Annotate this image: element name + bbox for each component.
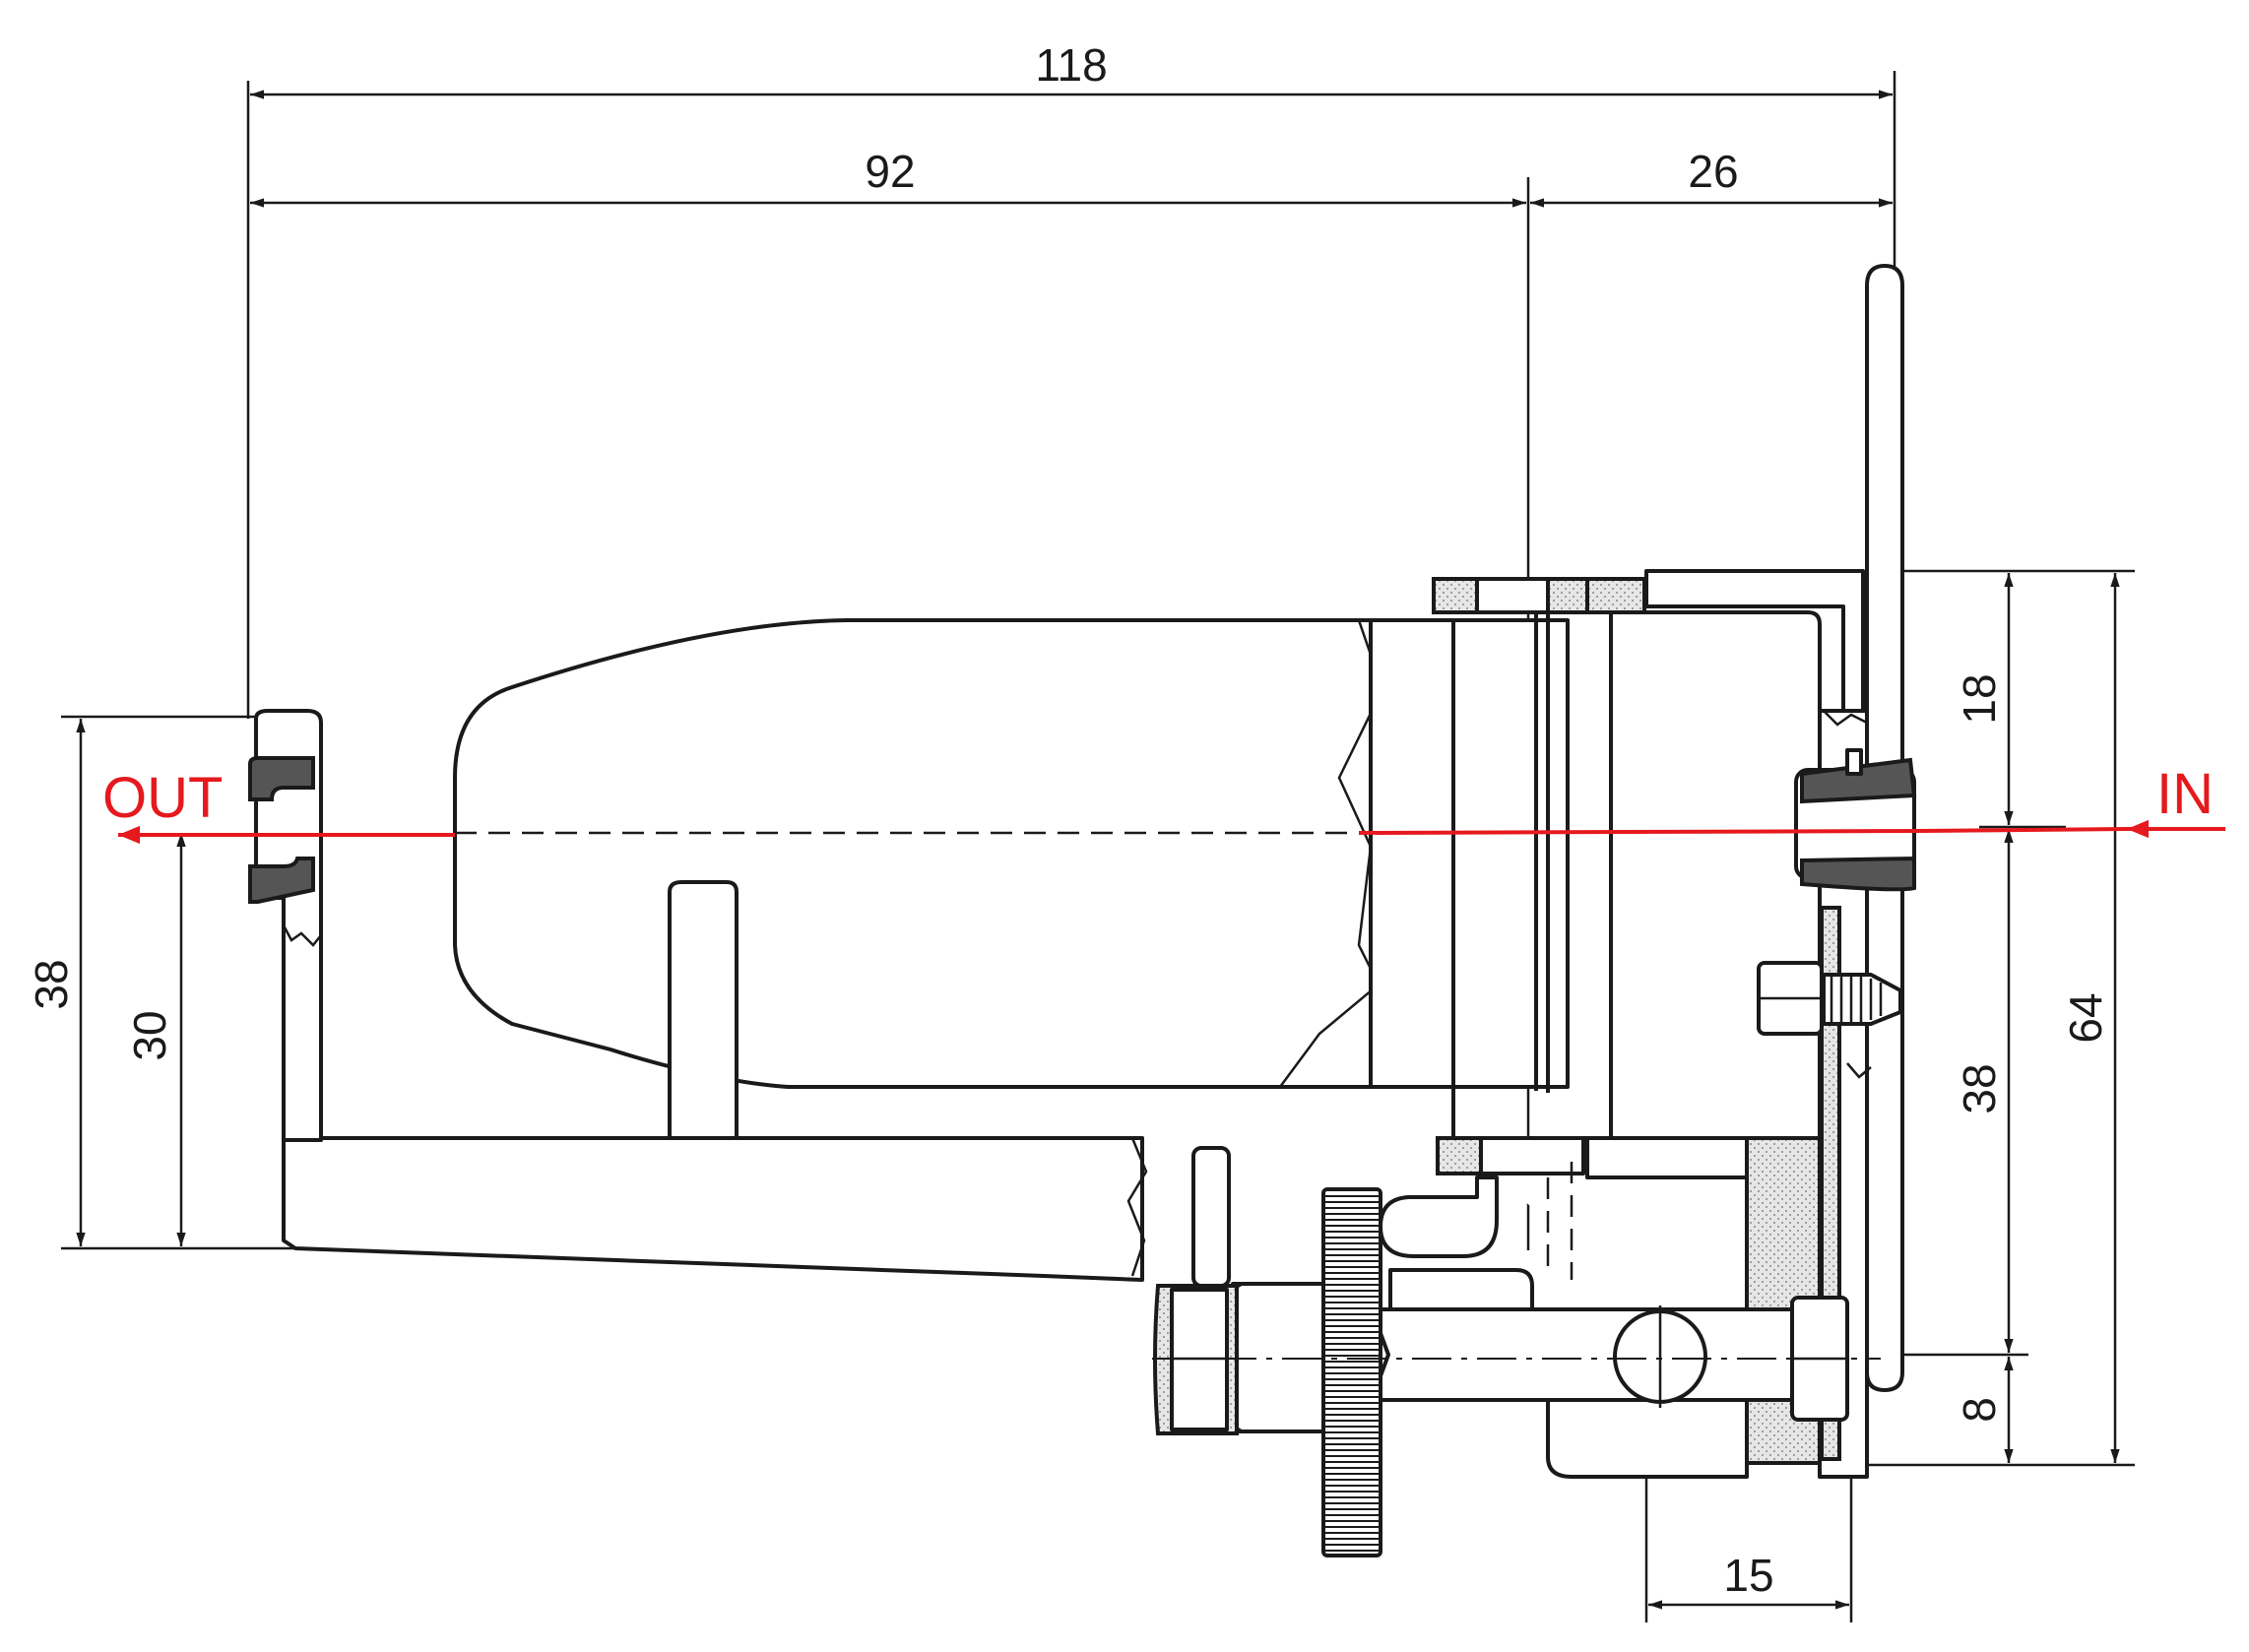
dim-15-label: 15	[1723, 1550, 1773, 1601]
dim-64-label: 64	[2060, 992, 2111, 1043]
dim-118-label: 118	[1035, 39, 1107, 91]
dim-38-left-label: 38	[26, 959, 77, 1009]
dimension-92: 92	[250, 146, 1526, 208]
dimension-15: 15	[1648, 1550, 1849, 1610]
main-body	[453, 599, 1570, 1140]
dim-30-label: 30	[124, 1010, 175, 1060]
inlet-fitting	[1794, 748, 1917, 892]
outlet-gasket-top	[248, 756, 315, 801]
dim-38-right-label: 38	[1954, 1063, 2005, 1113]
dim-92-label: 92	[865, 146, 915, 197]
lower-mechanism	[1152, 1136, 1881, 1557]
dim-8-label: 8	[1954, 1397, 2005, 1423]
inlet-gasket-top	[1800, 757, 1917, 804]
dimension-38-left: 38	[26, 719, 86, 1246]
inlet-gasket-bottom	[1800, 856, 1916, 892]
base-bar	[282, 1136, 1148, 1282]
flow-axis	[118, 819, 2225, 845]
dimension-30: 30	[124, 833, 186, 1246]
dimension-18: 18	[1954, 573, 2014, 825]
outlet-label: OUT	[102, 766, 223, 830]
dimension-26: 26	[1530, 146, 1893, 208]
outlet-post	[248, 709, 323, 1142]
dim-18-label: 18	[1954, 673, 2005, 724]
dimension-8: 8	[1954, 1357, 2014, 1463]
outlet-gasket-bottom	[248, 857, 315, 904]
dimension-118: 118	[250, 39, 1893, 99]
flow-labels: OUT IN	[102, 762, 2214, 830]
dimension-38-right: 38	[1954, 829, 2014, 1353]
dimension-64: 64	[2060, 573, 2120, 1463]
inlet-label: IN	[2156, 762, 2214, 826]
side-bolt	[1757, 961, 1902, 1036]
dim-26-label: 26	[1688, 146, 1738, 197]
